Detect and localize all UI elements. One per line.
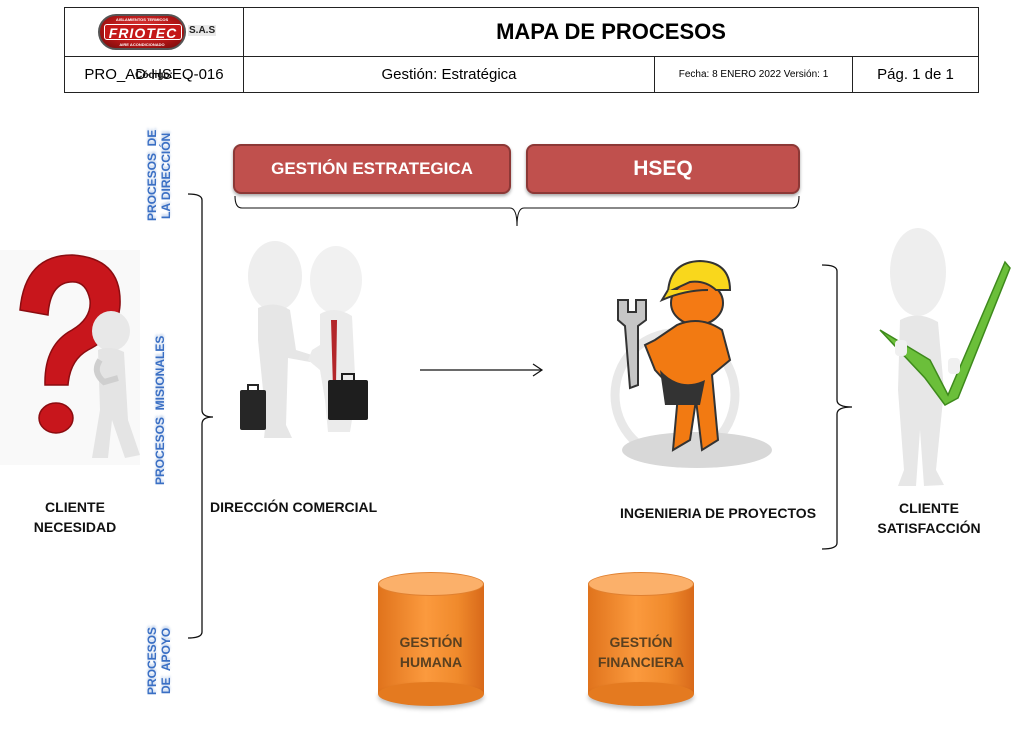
logo-brand: FRIOTEC xyxy=(104,24,182,41)
code-label: Código: xyxy=(135,69,173,81)
management-cell: Gestión: Estratégica xyxy=(244,57,655,92)
cylinder-top xyxy=(588,572,694,596)
cylinder-label: GESTIÓN FINANCIERA xyxy=(588,632,694,672)
process-hseq: HSEQ xyxy=(526,144,800,194)
left-brace xyxy=(187,193,214,639)
code-value: PRO_AD-HSEQ-016 xyxy=(84,65,224,83)
logo-tagline-bottom: AIRE ACONDICIONADO xyxy=(119,42,165,47)
engineer-wrench-icon xyxy=(610,259,772,468)
cylinder-body xyxy=(588,584,694,694)
cylinder-label: GESTIÓN HUMANA xyxy=(378,632,484,672)
logo-suffix: S.A.S xyxy=(188,25,217,36)
cylinder-label-line-1: GESTIÓN xyxy=(399,634,463,650)
process-gestion-humana: GESTIÓN HUMANA xyxy=(378,572,484,706)
flow-arrow xyxy=(420,363,544,377)
checkmark-person-icon xyxy=(879,228,1011,486)
cylinder-label-line-1: GESTIÓN xyxy=(609,634,673,650)
code-cell: Código: PRO_AD-HSEQ-016 xyxy=(65,57,244,92)
cylinder-bottom xyxy=(378,682,484,706)
document-header: AISLAMIENTOS TERMICOS FRIOTEC AIRE ACOND… xyxy=(64,7,979,93)
page-number-cell: Pág. 1 de 1 xyxy=(877,66,954,83)
question-mark-person-icon xyxy=(0,250,140,465)
cylinder-label-line-2: HUMANA xyxy=(399,654,463,670)
label-client-satisfaction: CLIENTE SATISFACCIÓN xyxy=(877,500,981,536)
date-version-cell: Fecha: 8 ENERO 2022 Versión: 1 xyxy=(655,57,853,92)
process-gestion-financiera: GESTIÓN FINANCIERA xyxy=(588,572,694,706)
friotec-logo: AISLAMIENTOS TERMICOS FRIOTEC AIRE ACOND… xyxy=(98,12,217,52)
page-title: MAPA DE PROCESOS xyxy=(244,8,978,57)
label-commercial-direction: DIRECCIÓN COMERCIAL xyxy=(210,499,378,515)
cylinder-top xyxy=(378,572,484,596)
label-client-need: CLIENTE NECESIDAD xyxy=(33,499,117,535)
logo-cell: AISLAMIENTOS TERMICOS FRIOTEC AIRE ACOND… xyxy=(65,8,244,57)
right-brace xyxy=(821,264,853,550)
process-gestion-estrategica: GESTIÓN ESTRATEGICA xyxy=(233,144,511,194)
top-brace xyxy=(234,195,800,227)
cylinder-label-line-2: FINANCIERA xyxy=(597,654,685,670)
handshake-people-icon xyxy=(240,241,368,438)
cylinder-body xyxy=(378,584,484,694)
logo-tagline-top: AISLAMIENTOS TERMICOS xyxy=(115,17,169,22)
cylinder-bottom xyxy=(588,682,694,706)
label-project-engineering: INGENIERIA DE PROYECTOS xyxy=(620,505,817,521)
